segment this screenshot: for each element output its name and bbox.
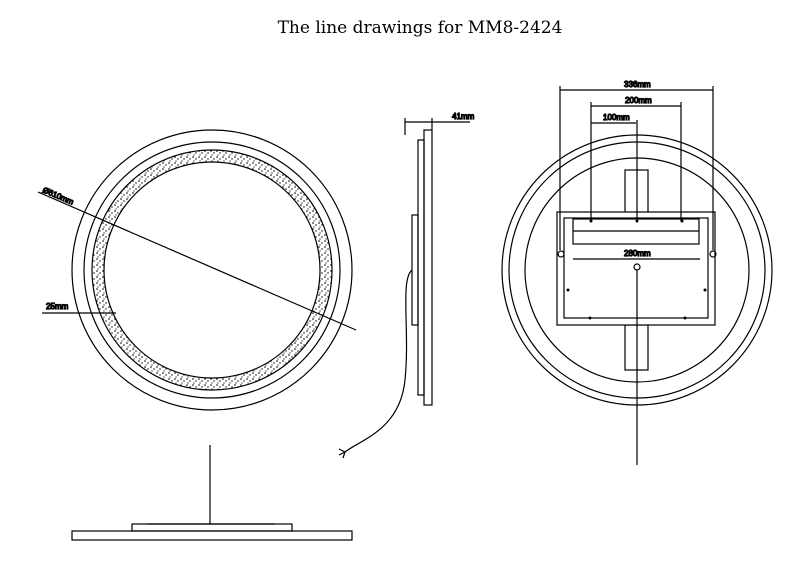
width-280-label: 280mm xyxy=(624,249,651,258)
front-view: Ø610mm 25mm xyxy=(37,129,357,411)
back-view: 336mm 200mm 100mm 280mm xyxy=(501,79,773,465)
width-336-label: 336mm xyxy=(624,80,651,89)
diameter-dimension-line xyxy=(37,191,357,331)
border-label: 25mm xyxy=(46,302,69,311)
side-view: 41mm xyxy=(338,111,475,459)
drawing-title: The line drawings for MM8-2424 xyxy=(277,18,563,38)
width-200-label: 200mm xyxy=(625,96,652,105)
depth-label: 41mm xyxy=(452,112,475,121)
power-cable xyxy=(344,269,413,453)
bottom-view xyxy=(71,445,353,541)
width-100-label: 100mm xyxy=(603,113,630,122)
